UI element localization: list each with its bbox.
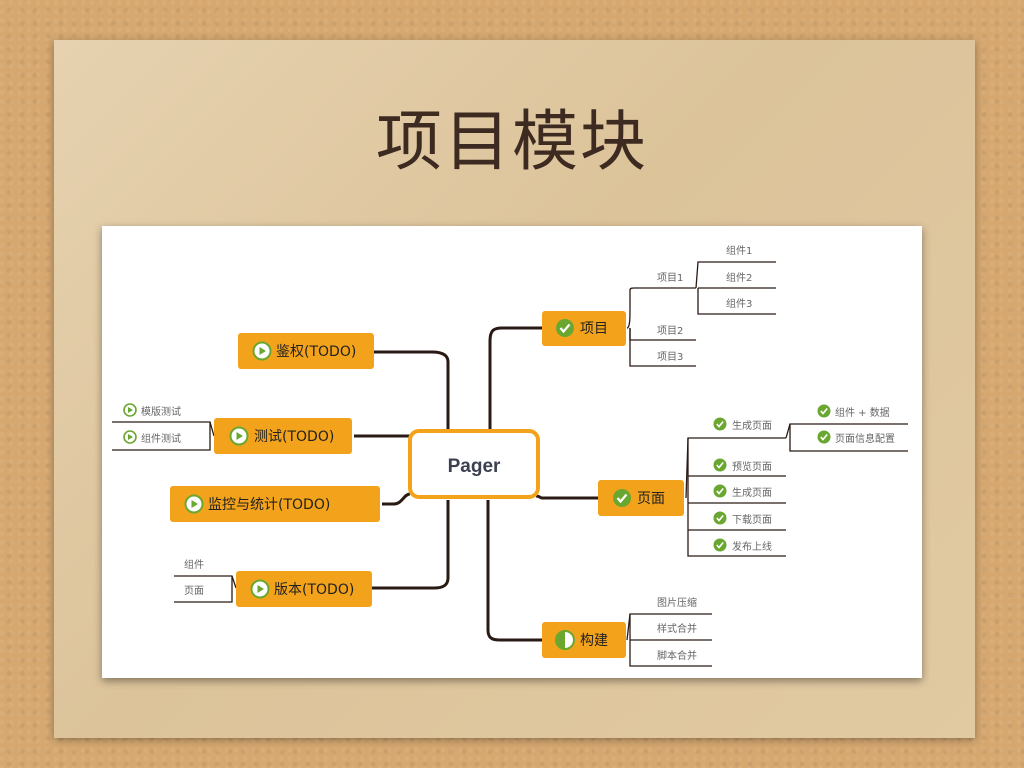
- play-icon: [184, 494, 204, 514]
- node-page[interactable]: 页面: [598, 480, 684, 516]
- check-icon: [554, 317, 576, 339]
- label-component1: 组件1: [726, 244, 752, 257]
- check-icon: [712, 483, 728, 499]
- check-icon: [712, 457, 728, 473]
- node-test-label: 测试(TODO): [254, 429, 334, 445]
- label-component3: 组件3: [726, 297, 752, 310]
- node-auth-label: 鉴权(TODO): [276, 344, 356, 360]
- node-auth[interactable]: 鉴权(TODO): [238, 333, 374, 369]
- check-icon: [712, 416, 728, 432]
- check-icon: [816, 429, 832, 445]
- center-node[interactable]: Pager: [408, 429, 540, 499]
- check-icon: [712, 537, 728, 553]
- check-icon: [712, 510, 728, 526]
- label-script-merge: 脚本合并: [657, 649, 697, 662]
- label-component-data: 组件 + 数据: [835, 406, 890, 419]
- node-monitor-label: 监控与统计(TODO): [208, 497, 330, 513]
- node-version-label: 版本(TODO): [274, 582, 354, 598]
- check-icon: [611, 487, 633, 509]
- center-label: Pager: [448, 456, 501, 477]
- node-project[interactable]: 项目: [542, 311, 626, 346]
- label-project1: 项目1: [657, 272, 683, 284]
- label-style-merge: 样式合并: [657, 622, 697, 635]
- build-branches: [626, 613, 712, 667]
- node-version[interactable]: 版本(TODO): [236, 571, 372, 607]
- label-page-gen1: 生成页面: [732, 419, 772, 432]
- label-image-compress: 图片压缩: [657, 596, 697, 609]
- node-test[interactable]: 测试(TODO): [214, 418, 352, 454]
- label-project3: 项目3: [657, 351, 683, 363]
- label-component-test: 组件测试: [141, 432, 181, 445]
- node-build[interactable]: 构建: [542, 622, 626, 658]
- label-component2: 组件2: [726, 271, 752, 284]
- slide-title: 项目模块: [376, 103, 648, 180]
- label-version-component: 组件: [184, 558, 204, 571]
- play-icon: [123, 403, 137, 417]
- label-page-download: 下载页面: [732, 514, 772, 526]
- label-page-config: 页面信息配置: [835, 432, 895, 445]
- label-template-test: 模版测试: [141, 405, 181, 418]
- play-icon: [252, 341, 272, 361]
- node-page-label: 页面: [637, 491, 665, 507]
- label-page-preview: 预览页面: [732, 460, 772, 473]
- play-icon: [250, 579, 270, 599]
- page-branches: [685, 423, 908, 557]
- label-version-page: 页面: [184, 585, 204, 597]
- play-icon: [229, 426, 249, 446]
- label-project2: 项目2: [657, 325, 683, 337]
- node-monitor[interactable]: 监控与统计(TODO): [170, 486, 380, 522]
- label-page-gen2: 生成页面: [732, 486, 772, 499]
- left-small-branches: [112, 421, 237, 603]
- node-project-label: 项目: [580, 321, 608, 337]
- check-icon: [816, 403, 832, 419]
- play-icon: [123, 430, 137, 444]
- project-branches: [626, 261, 776, 367]
- label-page-publish: 发布上线: [732, 540, 772, 553]
- node-build-label: 构建: [580, 633, 608, 649]
- half-progress-icon: [555, 630, 575, 650]
- mindmap-canvas: Pager 项目 页面 构建 鉴权(TODO) 测试(TODO) 监控与统计(T…: [102, 226, 922, 678]
